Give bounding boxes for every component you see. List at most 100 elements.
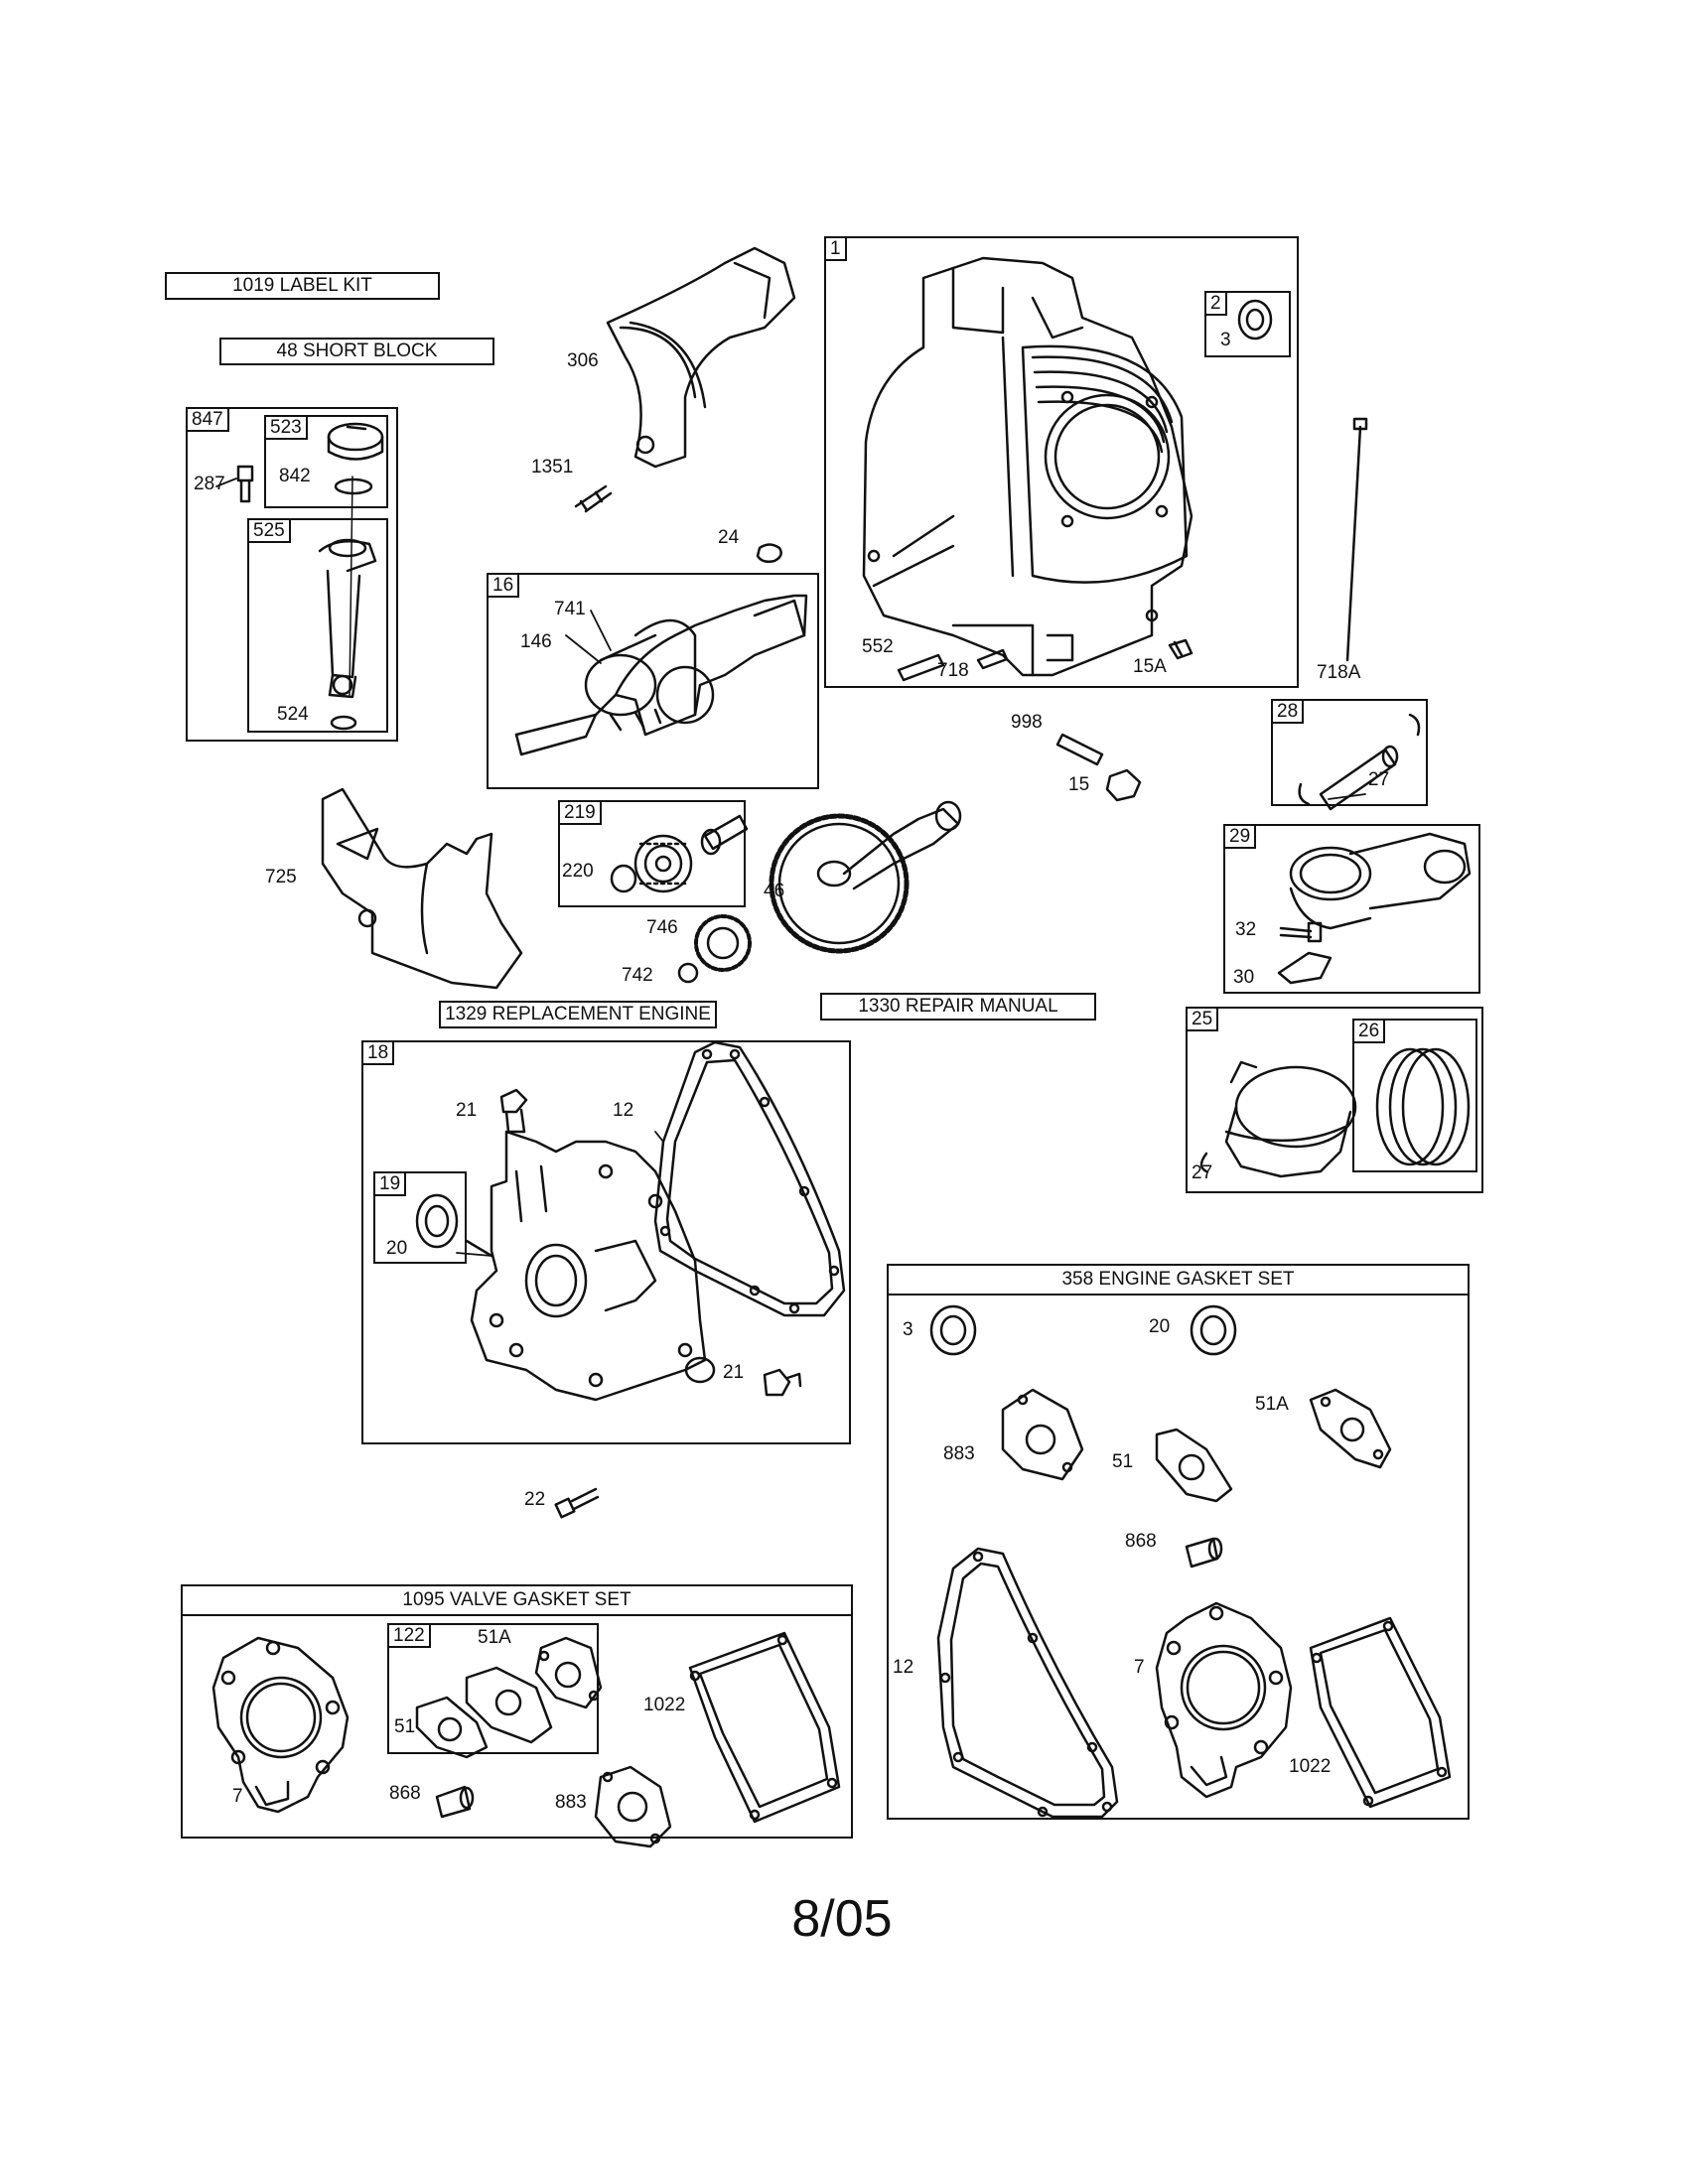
label-306: 306: [567, 350, 599, 371]
box-2: 2: [1204, 291, 1227, 316]
dipper-part-30: [1277, 951, 1333, 985]
label-12: 12: [613, 1100, 634, 1121]
box-29: 29: [1223, 824, 1257, 849]
oil-seal-part-3b: [929, 1304, 977, 1356]
label-kit-box: 1019 LABEL KIT: [165, 272, 440, 300]
label-51-valve-set: 51: [394, 1716, 416, 1737]
page-number: 8/05: [791, 1890, 893, 1948]
box-25: 25: [1186, 1007, 1219, 1031]
bolt-part-32: [1279, 921, 1323, 943]
box-122: 122: [387, 1623, 431, 1648]
box-847: 847: [186, 407, 229, 432]
label-15a: 15A: [1133, 656, 1167, 677]
group-16: [487, 573, 819, 789]
gear-part-746: [694, 914, 752, 972]
air-guide-part-725: [321, 787, 523, 990]
valve-cover-gasket-part-1022a: [688, 1631, 841, 1824]
box-219: 219: [558, 800, 602, 825]
label-1351: 1351: [531, 457, 574, 478]
label-32: 32: [1235, 919, 1257, 940]
dowel-pin-part-718: [976, 648, 1009, 670]
crankcase-cover-part-18: [465, 1130, 716, 1402]
label-3-gasket-set: 3: [903, 1319, 913, 1340]
retainer-part-742: [677, 962, 699, 984]
plug-part-21a: [499, 1088, 528, 1134]
group-847: [186, 407, 398, 742]
repair-manual-box: 1330 REPAIR MANUAL: [820, 993, 1096, 1021]
box-18: 18: [361, 1040, 395, 1065]
label-51a: 51A: [1255, 1394, 1289, 1415]
label-146: 146: [520, 631, 552, 652]
short-block-box: 48 SHORT BLOCK: [219, 338, 494, 365]
box-28: 28: [1271, 699, 1305, 724]
plug-part-15a: [1168, 638, 1193, 660]
head-gasket-part-7b: [1155, 1601, 1293, 1799]
gasket-part-12b: [936, 1547, 1119, 1819]
box-16: 16: [487, 573, 520, 598]
label-998: 998: [1011, 712, 1043, 733]
label-742: 742: [622, 965, 653, 986]
gasket-part-12a: [653, 1040, 846, 1317]
valve-gasket-set-header: 1095 VALVE GASKET SET: [183, 1586, 851, 1616]
label-24: 24: [718, 527, 740, 548]
nut-part-15: [1105, 768, 1142, 802]
label-22: 22: [524, 1489, 546, 1510]
stud-part-998: [1055, 733, 1104, 766]
oil-seal-part-3: [1237, 299, 1273, 341]
dipstick-tube-part-525: [318, 476, 377, 731]
label-15: 15: [1068, 774, 1090, 795]
oil-cap-part-523: [327, 422, 384, 495]
label-718: 718: [937, 660, 969, 681]
group-25: [1186, 1007, 1483, 1193]
group-26: [1352, 1019, 1477, 1172]
box-19: 19: [373, 1171, 407, 1196]
label-287: 287: [194, 474, 225, 494]
label-220: 220: [562, 861, 594, 882]
label-3: 3: [1220, 330, 1231, 350]
seal-part-868b: [435, 1785, 475, 1819]
label-30: 30: [1233, 967, 1255, 988]
piston-rings-part-26: [1375, 1047, 1471, 1166]
box-1: 1: [824, 236, 847, 261]
label-842: 842: [279, 466, 311, 486]
bolt-part-287: [236, 465, 254, 503]
label-741: 741: [554, 599, 586, 619]
group-2: [1204, 291, 1291, 357]
label-718a: 718A: [1317, 662, 1361, 683]
key-part-24: [756, 543, 782, 564]
label-12-gasket-set: 12: [893, 1657, 914, 1678]
label-868-valve-set: 868: [389, 1783, 421, 1804]
group-1: [824, 236, 1299, 688]
label-51a-valve-set: 51A: [478, 1627, 511, 1648]
gasket-part-122: [465, 1666, 553, 1744]
oil-seal-part-20b: [1190, 1304, 1237, 1356]
group-18: [361, 1040, 851, 1444]
label-27-piston: 27: [1192, 1162, 1213, 1183]
group-19: [373, 1171, 467, 1264]
label-524: 524: [277, 704, 309, 725]
engine-gasket-set-header: 358 ENGINE GASKET SET: [889, 1266, 1468, 1296]
gasket-part-51a: [1155, 1428, 1233, 1503]
label-1022-valve-set: 1022: [643, 1695, 686, 1715]
crankshaft-part-16: [514, 594, 808, 756]
dowel-pin-part-552: [897, 653, 945, 682]
label-20-gasket-set: 20: [1149, 1316, 1171, 1337]
dipstick-part-718a: [1345, 417, 1368, 662]
label-883: 883: [943, 1443, 975, 1464]
oil-seal-part-20a: [415, 1193, 459, 1249]
connecting-rod-part-29: [1289, 832, 1472, 930]
gasket-part-51Aa: [1309, 1388, 1392, 1469]
box-523: 523: [264, 415, 308, 440]
engine-gasket-set-frame: 358 ENGINE GASKET SET: [887, 1264, 1470, 1820]
label-7-gasket-set: 7: [1134, 1657, 1145, 1678]
group-122: [387, 1623, 599, 1754]
cylinder-block-part-1: [862, 256, 1193, 677]
label-746: 746: [646, 917, 678, 938]
box-525: 525: [247, 518, 291, 543]
label-27: 27: [1368, 769, 1390, 790]
camshaft-gear-part-46: [769, 800, 962, 954]
gasket-part-51Ab: [534, 1636, 603, 1709]
group-29: [1223, 824, 1480, 994]
